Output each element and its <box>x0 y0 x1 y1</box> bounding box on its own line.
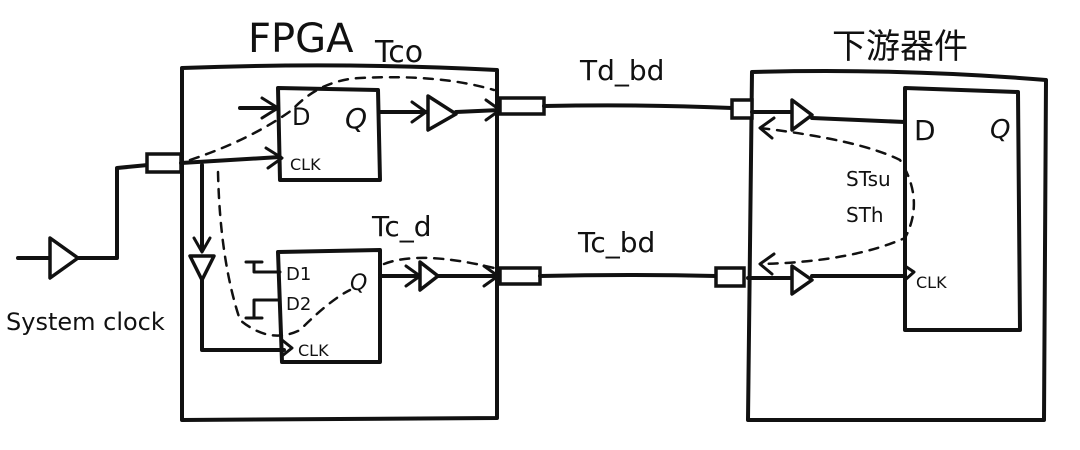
arrow-icon <box>758 252 776 276</box>
fpga-title: FPGA <box>248 16 354 62</box>
tc-bd-label: Tc_bd <box>577 226 655 259</box>
ff2-d1-label: D1 <box>286 264 311 285</box>
ff2-clk-label: CLK <box>298 341 329 360</box>
clk-edge-icon <box>280 338 294 358</box>
arrow-icon <box>758 116 776 140</box>
ds-clock-buffer-icon <box>790 264 814 296</box>
ds-q-label: Q <box>990 115 1010 145</box>
ds-clk-label: CLK <box>916 273 947 292</box>
ds-d-label: D <box>914 114 936 147</box>
tco-label: Tco <box>374 35 423 70</box>
clock-buffer-icon <box>188 254 216 282</box>
ff1-clk-label: CLK <box>290 155 321 174</box>
td-bd-trace <box>542 103 734 110</box>
output-buffer-icon <box>426 94 458 132</box>
system-clock-label: System clock <box>6 308 165 336</box>
clk-to-ff1-wire <box>179 155 282 165</box>
downstream-data-pad <box>730 98 754 120</box>
tco-path <box>188 75 496 162</box>
clock-out-buffer-icon <box>418 260 440 292</box>
arrow-icon <box>260 96 280 120</box>
downstream-box <box>746 69 1048 422</box>
clock-route-wire <box>76 163 150 260</box>
tcd-label: Tc_d <box>371 210 432 243</box>
ff1-out-wire <box>454 108 502 114</box>
ff2-q-label: Q <box>350 271 367 296</box>
ds-data-buffer-icon <box>790 98 814 132</box>
ff1-q-label: Q <box>345 102 367 135</box>
arrow-icon <box>264 146 284 170</box>
clk-edge-icon <box>903 264 916 282</box>
tcd-path-b <box>382 256 496 270</box>
downstream-title: 下游器件 <box>832 27 968 67</box>
setup-hold-path <box>758 126 916 266</box>
fpga-flipflop-2 <box>276 248 382 364</box>
ds-d-to-ff <box>810 116 907 124</box>
fpga-data-pad <box>498 96 546 116</box>
tcd-path-a <box>216 170 352 337</box>
fpga-clock-pad <box>498 266 542 286</box>
d1-tie-high <box>244 260 282 274</box>
arrow-icon <box>482 264 500 288</box>
arrow-icon <box>192 236 212 254</box>
setup-label: STsu <box>846 167 891 191</box>
tc-bd-trace <box>538 273 718 278</box>
ff1-d-label: D <box>292 103 310 131</box>
clk-to-ff2-wire <box>200 278 286 352</box>
fpga-flipflop-1 <box>276 86 382 182</box>
ff2-d2-label: D2 <box>286 294 311 315</box>
d2-tie-low <box>244 298 282 320</box>
hold-label: STh <box>846 203 884 227</box>
clock-input-buffer-icon <box>48 236 80 280</box>
downstream-flipflop <box>903 86 1022 332</box>
fpga-box <box>180 63 499 422</box>
arrow-icon <box>410 100 428 124</box>
td-bd-label: Td_bd <box>579 54 664 87</box>
downstream-clock-pad <box>714 266 746 288</box>
clock-input-pad <box>145 152 183 174</box>
